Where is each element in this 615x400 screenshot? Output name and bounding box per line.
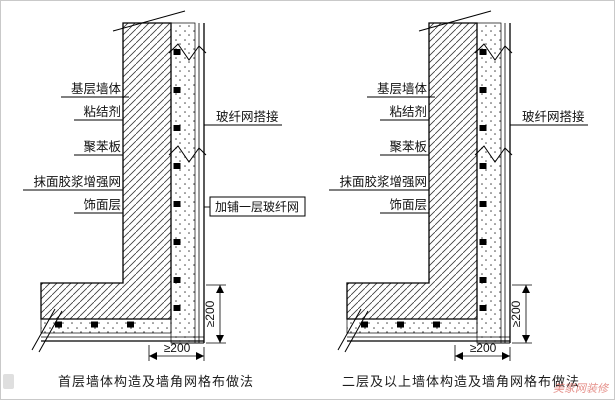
wall-detail-upper-floors: 基层墙体 粘结剂 聚苯板 抹面胶浆增强网 饰面层 玻纤网搭接 ≥200 ≥20 <box>309 1 614 366</box>
bottom-left-break-2 <box>344 310 369 353</box>
adhesive-dabs-vertical <box>479 49 487 311</box>
dim-vertical-text: ≥200 <box>203 300 217 327</box>
dim-h-arrow-right <box>196 352 204 360</box>
eps-board-horizontal <box>40 318 172 334</box>
eps-board-vertical <box>170 22 196 344</box>
label-mesh-mortar: 抹面胶浆增强网 <box>339 174 427 189</box>
caption-first-floor: 首层墙体构造及墙角网格布做法 <box>57 374 254 389</box>
dim-v-arrow-bottom <box>522 335 530 343</box>
base-wall-section <box>40 22 172 320</box>
base-wall-section <box>346 22 478 320</box>
wall-detail-first-floor: 基层墙体 粘结剂 聚苯板 抹面胶浆增强网 饰面层 玻纤网搭接 加铺一层玻纤网 <box>3 1 308 366</box>
mesh-lap-break-lower <box>474 145 513 163</box>
bottom-left-break-1 <box>31 308 56 351</box>
bottom-left-break-1 <box>337 308 362 351</box>
label-eps-board: 聚苯板 <box>389 140 427 154</box>
label-finish-layer: 饰面层 <box>389 198 427 212</box>
dim-v-arrow-top <box>522 285 530 293</box>
dim-horizontal-text: ≥200 <box>470 341 497 355</box>
dim-vertical-text: ≥200 <box>509 300 523 327</box>
label-mesh-lap: 玻纤网搭接 <box>216 109 279 124</box>
dim-v-arrow-top <box>216 285 224 293</box>
label-mesh-mortar: 抹面胶浆增强网 <box>33 174 121 189</box>
label-finish-layer: 饰面层 <box>83 198 121 212</box>
label-adhesive: 粘结剂 <box>389 104 427 119</box>
adhesive-dabs-vertical <box>173 49 181 311</box>
mesh-lap-break-upper <box>474 43 513 61</box>
left-diagram-svg: 基层墙体 粘结剂 聚苯板 抹面胶浆增强网 饰面层 玻纤网搭接 加铺一层玻纤网 <box>23 10 306 361</box>
adhesive-dabs-horizontal <box>55 321 134 328</box>
dim-v-arrow-bottom <box>216 335 224 343</box>
caption-upper-floors: 二层及以上墙体构造及墙角网格布做法 <box>341 374 580 389</box>
top-break-line <box>418 10 492 32</box>
mesh-lap-break-upper <box>168 43 207 61</box>
dim-h-arrow-left <box>455 352 463 360</box>
faded-watermark-left <box>3 374 14 389</box>
adhesive-dabs-horizontal <box>361 321 440 328</box>
extra-mesh-box <box>209 196 306 217</box>
right-diagram-svg: 基层墙体 粘结剂 聚苯板 抹面胶浆增强网 饰面层 玻纤网搭接 ≥200 ≥20 <box>329 10 588 361</box>
label-eps-board: 聚苯板 <box>83 140 121 154</box>
dim-h-arrow-right <box>502 352 510 360</box>
label-mesh-lap: 玻纤网搭接 <box>522 109 585 124</box>
bottom-left-break-2 <box>38 310 63 353</box>
dim-h-arrow-left <box>149 352 157 360</box>
mesh-lap-break-lower <box>168 145 207 163</box>
label-base-wall: 基层墙体 <box>71 82 122 96</box>
eps-board-vertical <box>476 22 502 344</box>
top-break-line <box>112 10 186 32</box>
label-extra-mesh: 加铺一层玻纤网 <box>215 200 299 214</box>
watermark-text: 美家网装修 <box>553 383 608 395</box>
dim-horizontal-text: ≥200 <box>164 341 191 355</box>
label-adhesive: 粘结剂 <box>83 104 121 119</box>
label-base-wall: 基层墙体 <box>377 82 428 96</box>
eps-board-horizontal <box>346 318 478 334</box>
